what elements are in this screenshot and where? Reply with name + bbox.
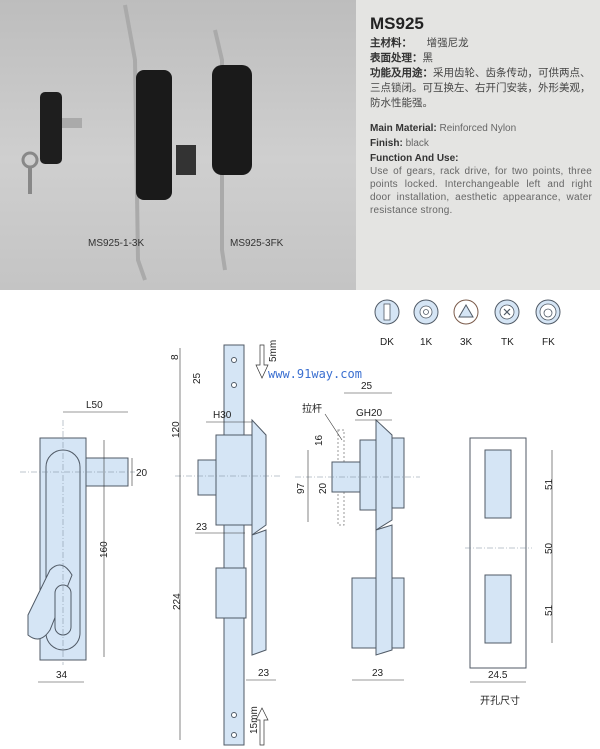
dimension-label: 51 bbox=[544, 478, 555, 490]
dimension-label: 20 bbox=[318, 482, 329, 494]
dimension-label: L50 bbox=[86, 400, 103, 411]
dimension-label: 120 bbox=[171, 421, 182, 438]
3k-icon bbox=[453, 299, 479, 325]
dimension-label: 20 bbox=[136, 468, 148, 479]
value: 采用齿轮、齿条传动，可供两点、三点锁闭。可互换左、右开门安装，外形美观，防水性能… bbox=[370, 67, 591, 109]
lock-photo-illustration bbox=[21, 4, 252, 281]
model-title: MS925 bbox=[370, 14, 424, 33]
lock-type-icons: DK 1K 3K TK FK bbox=[374, 299, 561, 348]
dimension-label: 23 bbox=[258, 668, 270, 679]
side-view: 8 25 120 224 5mm 15mm H30 23 23 bbox=[170, 340, 280, 746]
value: Reinforced Nylon bbox=[439, 123, 517, 134]
dimension-label: 160 bbox=[99, 541, 110, 558]
lock-type-label: FK bbox=[542, 337, 555, 348]
label: Main Material: bbox=[370, 123, 437, 134]
arrow-up-icon bbox=[255, 707, 269, 746]
lock-type-label: DK bbox=[380, 337, 394, 348]
value: 黑 bbox=[422, 52, 434, 64]
dimension-label: H30 bbox=[213, 410, 232, 421]
label: Finish: bbox=[370, 138, 403, 149]
dimension-label: 8 bbox=[170, 354, 181, 360]
photo-caption: MS925-3FK bbox=[230, 238, 284, 249]
dimension-label: 23 bbox=[196, 522, 208, 533]
value: black bbox=[405, 138, 429, 149]
product-photo: MS925-1-3K MS925-3FK bbox=[0, 0, 356, 290]
technical-drawing: DK 1K 3K TK FK L50 20 160 34 bbox=[20, 299, 561, 746]
dimension-label: 97 bbox=[296, 482, 307, 494]
dimension-label: 5mm bbox=[268, 340, 279, 362]
dimension-label: 15mm bbox=[249, 706, 260, 734]
tk-icon bbox=[494, 299, 520, 325]
dimension-label: 23 bbox=[372, 668, 384, 679]
dimension-label: 拉杆 bbox=[302, 402, 322, 415]
dimension-label: 25 bbox=[192, 372, 203, 384]
product-info-panel: MS925 主材料： 增强尼龙 表面处理：黑 功能及用途：采用齿轮、齿条传动，可… bbox=[356, 0, 600, 290]
chinese-specs: 主材料： 增强尼龙 表面处理：黑 功能及用途：采用齿轮、齿条传动，可供两点、三点… bbox=[370, 36, 592, 111]
lock-type-label: TK bbox=[501, 337, 514, 348]
dimension-label: 34 bbox=[56, 670, 68, 681]
arrow-down-icon bbox=[255, 344, 269, 379]
section-view: 拉杆 25 GH20 16 97 20 23 bbox=[295, 381, 420, 681]
1k-icon bbox=[413, 299, 439, 325]
photo-caption: MS925-1-3K bbox=[88, 238, 145, 249]
dimension-label: 50 bbox=[544, 542, 555, 554]
value: 增强尼龙 bbox=[426, 37, 469, 49]
label: 表面处理： bbox=[370, 52, 423, 64]
lock-type-label: 1K bbox=[420, 337, 433, 348]
fk-icon bbox=[535, 299, 561, 325]
dimension-label: 51 bbox=[544, 604, 555, 616]
watermark: www.91way.com bbox=[268, 367, 362, 381]
dimension-label: 16 bbox=[314, 434, 325, 446]
dimension-label: 224 bbox=[172, 593, 183, 610]
value: Use of gears, rack drive, for two points… bbox=[370, 166, 592, 216]
cutout-caption: 开孔尺寸 bbox=[480, 694, 520, 707]
dimension-label: 25 bbox=[361, 381, 373, 392]
label: 主材料： bbox=[370, 37, 412, 49]
dk-icon bbox=[374, 299, 400, 325]
cutout-view: 51 50 51 24.5 开孔尺寸 bbox=[465, 437, 555, 707]
label: 功能及用途： bbox=[370, 67, 433, 79]
english-specs: Main Material: Reinforced Nylon Finish: … bbox=[370, 122, 592, 217]
front-view: L50 20 160 34 bbox=[20, 400, 148, 683]
label: Function And Use: bbox=[370, 153, 459, 164]
dimension-label: 24.5 bbox=[488, 670, 508, 681]
lock-type-label: 3K bbox=[460, 337, 473, 348]
dimension-label: GH20 bbox=[356, 408, 383, 419]
